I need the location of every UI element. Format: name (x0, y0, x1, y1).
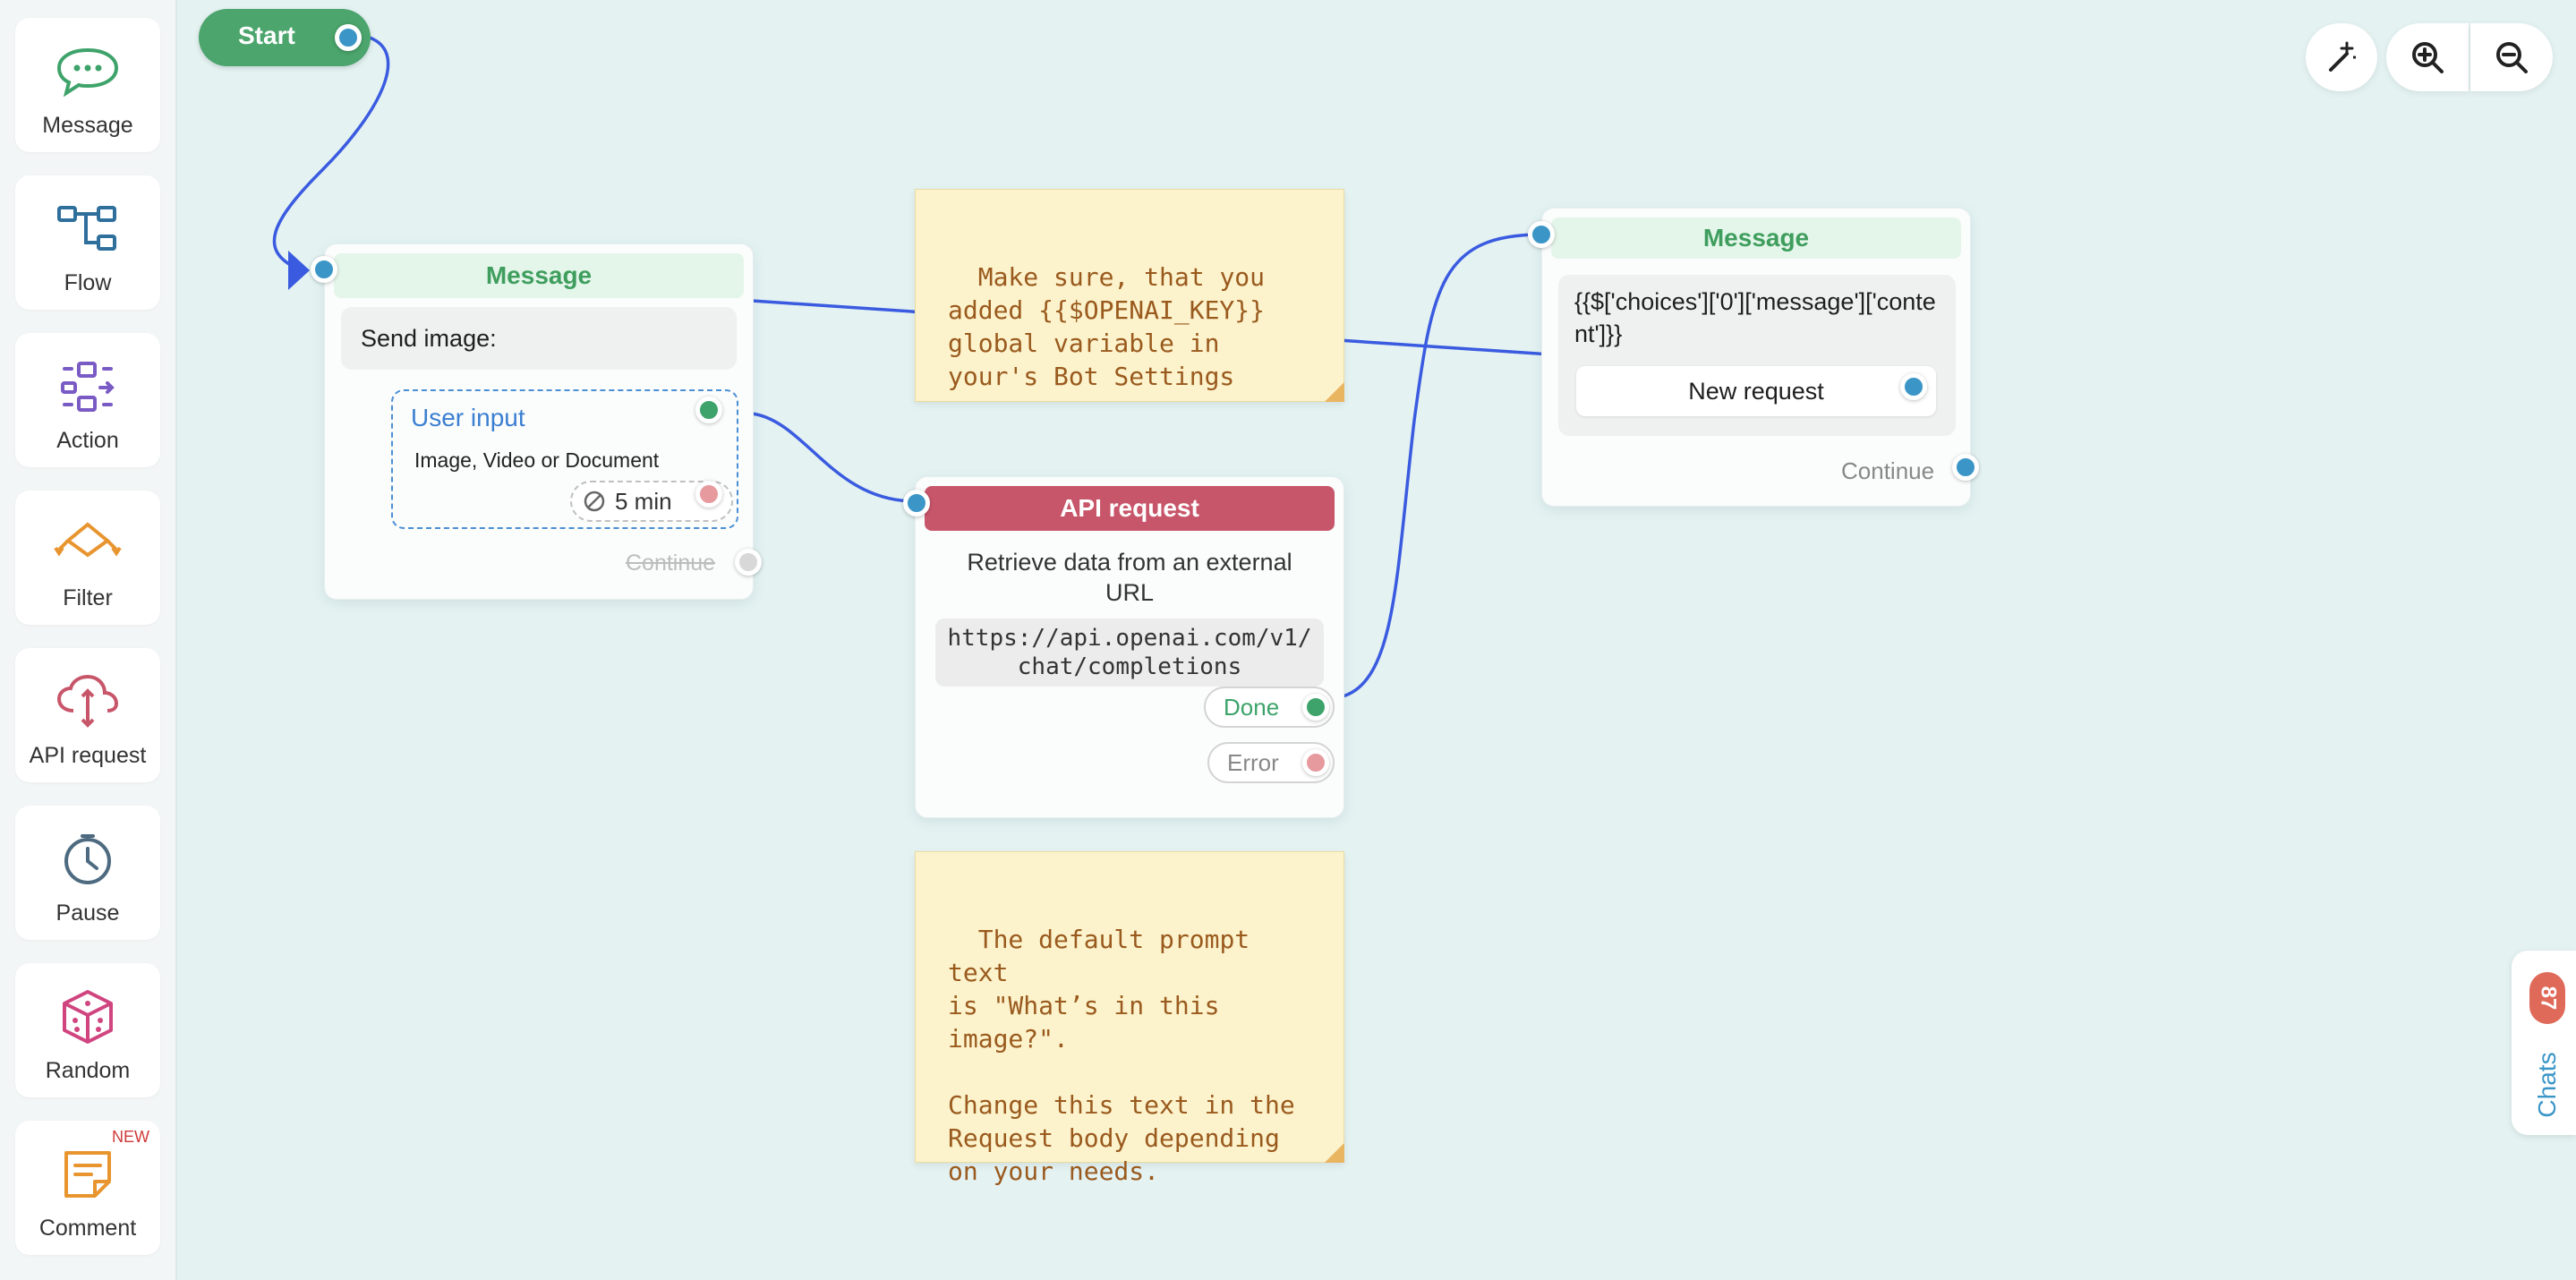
palette-label: Random (45, 1058, 131, 1083)
chat-bubble-icon (52, 43, 124, 100)
flow-icon (52, 201, 124, 258)
timeout-output-port[interactable] (695, 481, 722, 508)
palette-action[interactable]: Action (15, 333, 160, 467)
palette-pause[interactable]: Pause (15, 806, 160, 940)
palette-label: Flow (64, 270, 112, 295)
message-node-response[interactable]: Message {{$['choices']['0']['message']['… (1528, 208, 1979, 507)
chats-label: Chats (2533, 1052, 2561, 1118)
continue-output-port[interactable] (735, 549, 762, 576)
filter-icon (52, 516, 124, 573)
timeout-value: 5 min (615, 487, 672, 515)
comment-note-openai-key[interactable]: Make sure, that you added {{$OPENAI_KEY}… (915, 189, 1344, 402)
chats-count-badge: 87 (2529, 972, 2565, 1024)
zoom-in-icon (2412, 42, 2444, 73)
message-text-bubble[interactable]: Send image: (341, 307, 737, 370)
api-url-box[interactable]: https://api.openai.com/v1/chat/completio… (935, 619, 1324, 687)
magic-wand-icon (2329, 41, 2356, 72)
continue-label: Continue (1841, 457, 1935, 484)
comment-icon (52, 1146, 124, 1203)
palette-message[interactable]: Message (15, 18, 160, 152)
node-title: Message (334, 253, 744, 298)
palette-label: Action (56, 428, 119, 453)
arrow-marker-icon (288, 251, 310, 290)
note-text: Make sure, that you added {{$OPENAI_KEY}… (948, 262, 1266, 391)
note-corner-fold (1325, 1143, 1344, 1163)
action-icon (52, 358, 124, 415)
auto-arrange-button[interactable] (2306, 23, 2377, 91)
api-input-port[interactable] (903, 490, 930, 516)
zoom-out-icon (2496, 42, 2528, 73)
api-url: https://api.openai.com/v1/chat/completio… (947, 625, 1312, 680)
api-request-node[interactable]: API request Retrieve data from an extern… (903, 476, 1344, 818)
done-label: Done (1224, 693, 1280, 721)
new-request-button[interactable]: New request (1576, 366, 1936, 416)
user-input-output-port[interactable] (695, 397, 722, 423)
palette-label: Filter (63, 585, 113, 610)
user-input-box[interactable]: User input Image, Video or Document 5 mi… (391, 389, 738, 529)
palette-random[interactable]: Random (15, 963, 160, 1097)
chats-count: 87 (2535, 986, 2560, 1011)
node-title: API request (925, 486, 1335, 531)
connection-api-done-message (1342, 233, 1542, 698)
done-pill[interactable]: Done (1204, 687, 1335, 728)
cloud-api-icon (52, 673, 124, 730)
note-corner-fold (1325, 382, 1344, 402)
comment-note-default-prompt[interactable]: The default prompt text is "What’s in th… (915, 851, 1344, 1186)
note-text: The default prompt text is "What’s in th… (948, 925, 1295, 1186)
node-palette-sidebar: Message Flow Action Filter API request P… (0, 0, 177, 1280)
palette-api-request[interactable]: API request (15, 648, 160, 782)
message-text: {{$['choices']['0']['message']['content'… (1574, 288, 1936, 347)
user-input-subtitle: Image, Video or Document (414, 448, 660, 472)
continue-output-port[interactable] (1952, 454, 1979, 481)
message-input-port[interactable] (311, 256, 337, 283)
message-input-port[interactable] (1528, 221, 1555, 248)
user-input-title: User input (411, 404, 525, 431)
chats-tab[interactable]: 87 Chats (2512, 951, 2576, 1135)
start-label: Start (238, 21, 295, 49)
error-label: Error (1227, 748, 1279, 776)
start-node[interactable]: Start (199, 9, 371, 66)
new-badge: NEW (112, 1128, 149, 1146)
message-node-send-image[interactable]: Message Send image: User input Image, Vi… (311, 243, 762, 600)
new-request-output-port[interactable] (1900, 373, 1927, 400)
connection-start-message (272, 36, 390, 270)
palette-comment[interactable]: NEW Comment (15, 1121, 160, 1255)
button-label: New request (1688, 377, 1824, 405)
connection-userinput-api (751, 412, 916, 503)
palette-flow[interactable]: Flow (15, 175, 160, 310)
done-output-port[interactable] (1302, 694, 1329, 721)
no-entry-icon (584, 491, 605, 512)
api-description: Retrieve data from an external URL (967, 549, 1292, 606)
continue-label: Continue (626, 550, 716, 576)
message-text: Send image: (361, 324, 497, 352)
zoom-out-button[interactable] (2470, 23, 2553, 91)
palette-filter[interactable]: Filter (15, 491, 160, 625)
error-output-port[interactable] (1302, 749, 1329, 776)
message-text-bubble[interactable]: {{$['choices']['0']['message']['content'… (1558, 275, 1956, 436)
palette-label: API request (29, 743, 147, 768)
palette-label: Comment (38, 1216, 137, 1241)
zoom-in-button[interactable] (2386, 23, 2469, 91)
palette-label: Message (42, 113, 133, 138)
start-output-port[interactable] (335, 24, 362, 51)
dice-icon (52, 988, 124, 1045)
node-title: Message (1551, 218, 1961, 259)
clock-icon (52, 831, 124, 888)
palette-label: Pause (55, 900, 120, 926)
